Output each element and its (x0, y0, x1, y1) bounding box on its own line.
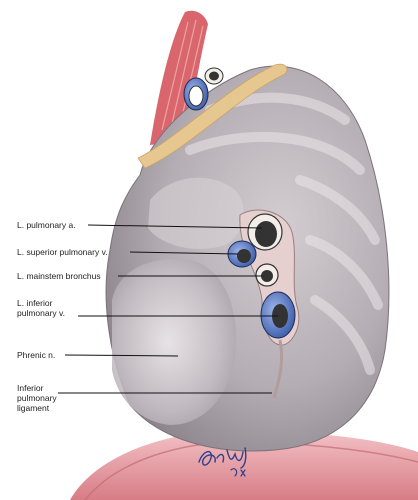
leader-superior-pulmonary-vein (129, 251, 239, 255)
inferior-pulmonary-ligament-shape (272, 339, 284, 399)
label-mainstem-bronchus: L. mainstem bronchus (17, 271, 101, 281)
leader-phrenic-nerve (64, 354, 179, 357)
hilum (227, 209, 300, 399)
leader-pulmonary-artery (87, 224, 263, 229)
label-inferior-pulmonary-ligament: Inferior pulmonary ligament (17, 383, 57, 413)
rib-band (137, 63, 288, 169)
lower-lobe (112, 259, 236, 425)
subclavian-vessels (183, 67, 224, 111)
leader-lines (58, 224, 278, 394)
label-phrenic-nerve: Phrenic n. (17, 350, 56, 360)
label-pulmonary-artery: L. pulmonary a. (17, 220, 76, 230)
rib-impressions (185, 92, 383, 375)
neck-muscle (150, 10, 208, 146)
artist-signature (198, 447, 247, 477)
label-superior-pulmonary-vein: L. superior pulmonary v. (17, 247, 108, 257)
upper-lobe (148, 177, 244, 249)
label-inferior-pulmonary-vein: L. inferior pulmonary v. (17, 298, 66, 318)
